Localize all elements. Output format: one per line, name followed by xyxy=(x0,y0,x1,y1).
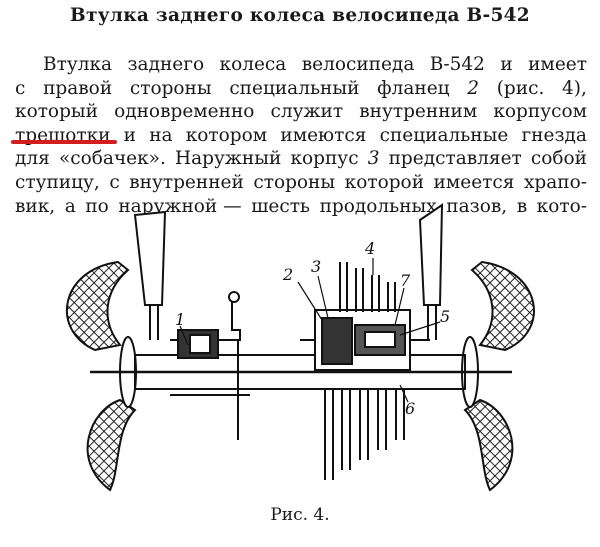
word: собой xyxy=(530,148,587,170)
word: имеет xyxy=(528,54,587,75)
word: колеса xyxy=(219,54,287,75)
word: ступицу, xyxy=(15,171,100,193)
figure-ref-number: 2 xyxy=(467,77,480,99)
right-tire xyxy=(470,260,535,352)
word: внутренней xyxy=(129,171,244,193)
word: фланец xyxy=(377,77,450,99)
word: В-542 xyxy=(429,54,485,75)
word: для xyxy=(15,148,50,170)
word: «собачек». xyxy=(58,148,166,170)
word: корпусом xyxy=(493,101,587,123)
label-7: 7 xyxy=(400,271,411,290)
word: велосипеда xyxy=(301,54,415,75)
word: который xyxy=(15,101,98,123)
word: корпус xyxy=(290,148,359,170)
spoke-pins-top xyxy=(339,262,396,312)
red-underline xyxy=(11,140,117,144)
spoke-pins-bottom xyxy=(324,390,405,480)
word: пазов, xyxy=(446,195,508,217)
word: храпо- xyxy=(523,171,587,193)
word: представляет xyxy=(388,148,522,170)
word: специальный xyxy=(229,77,360,99)
word: заднего xyxy=(127,54,205,75)
label-3: 3 xyxy=(311,257,321,276)
word: специальные xyxy=(379,124,509,146)
word: наружной — xyxy=(118,195,242,217)
label-4: 4 xyxy=(364,239,375,258)
left-lever xyxy=(133,210,167,306)
word: внутренним xyxy=(359,101,478,123)
word: вик, xyxy=(15,195,56,217)
word: имеются xyxy=(280,124,367,146)
word: шесть xyxy=(251,195,311,217)
word: стороны xyxy=(253,171,336,193)
word: на xyxy=(149,124,173,146)
word: (рис. xyxy=(496,77,545,99)
word: с xyxy=(109,171,120,193)
word: правой xyxy=(43,77,113,99)
section-title: Втулка заднего колеса велосипеда В-542 xyxy=(70,5,530,26)
word: имеется xyxy=(433,171,515,193)
figure-caption: Рис. 4. xyxy=(270,505,330,525)
word: Наружный xyxy=(175,148,282,170)
word: стороны xyxy=(129,77,212,99)
hub-drawing: 1 2 3 4 5 6 7 xyxy=(66,203,535,492)
word: Втулка xyxy=(43,54,113,75)
word: а xyxy=(64,195,76,217)
word: продольных xyxy=(319,195,437,217)
word: одновременно xyxy=(114,101,255,123)
text-line: для «собачек». Наружный корпус 3 представляет… xyxy=(15,147,587,171)
label-6: 6 xyxy=(405,399,415,418)
word: и xyxy=(123,124,137,146)
right-lever xyxy=(418,203,444,306)
word: которой xyxy=(344,171,425,193)
word: служит xyxy=(270,101,344,123)
label-1: 1 xyxy=(175,310,185,329)
word: 4), xyxy=(562,77,587,99)
label-2: 2 xyxy=(282,265,293,284)
left-tire-lower xyxy=(86,398,137,492)
word: в xyxy=(516,195,528,217)
word: и xyxy=(500,54,513,75)
figure-ref-number: 3 xyxy=(367,148,380,170)
word: котором xyxy=(185,124,268,146)
word: гнезда xyxy=(521,124,587,146)
word: кото- xyxy=(536,195,587,217)
text-line: который одновременно служит внутренним корпу… xyxy=(15,100,587,124)
word: с xyxy=(15,77,26,99)
label-5: 5 xyxy=(440,307,450,326)
text-line: ступицу, с внутренней стороны которой имеется… xyxy=(15,171,587,195)
word: по xyxy=(85,195,109,217)
right-tire-lower xyxy=(463,398,514,492)
left-tire xyxy=(66,260,130,352)
